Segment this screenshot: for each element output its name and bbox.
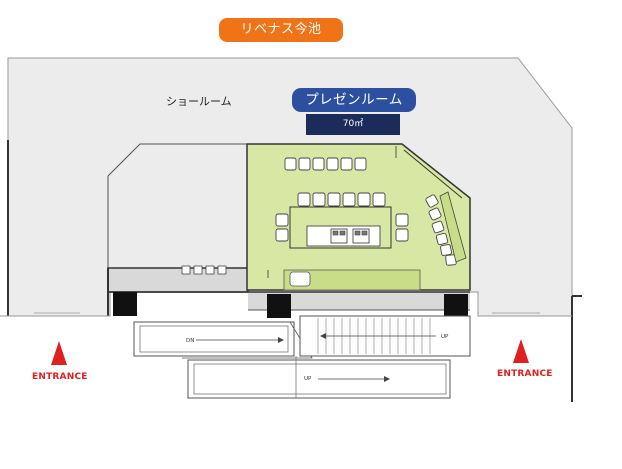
stair-down	[133, 321, 295, 357]
room-area-label: 70㎡	[306, 114, 400, 135]
corridor	[107, 267, 249, 293]
stair-down-label: DN	[186, 338, 195, 344]
stair-up-label-2: UP	[304, 376, 312, 382]
chairs-row-2	[297, 192, 386, 207]
stair-up-label-1: UP	[441, 334, 449, 340]
corridor-seats	[181, 265, 227, 275]
entrance-left-arrow-icon	[51, 341, 67, 365]
counter	[283, 269, 421, 291]
venue-name-badge: リベナス今池	[219, 18, 343, 42]
showroom-label: ショールーム	[166, 95, 232, 108]
side-chairs	[275, 213, 409, 242]
presentation-room-badge: プレゼンルーム	[292, 88, 416, 112]
pillars	[113, 292, 468, 318]
entrance-left-label: ENTRANCE	[32, 372, 88, 382]
entrance-right-label: ENTRANCE	[497, 369, 553, 379]
chairs-row-1	[284, 157, 367, 171]
diagonal-chairs	[425, 194, 457, 266]
inner-room-wall	[107, 143, 246, 177]
entrance-right-arrow-icon	[513, 339, 529, 363]
